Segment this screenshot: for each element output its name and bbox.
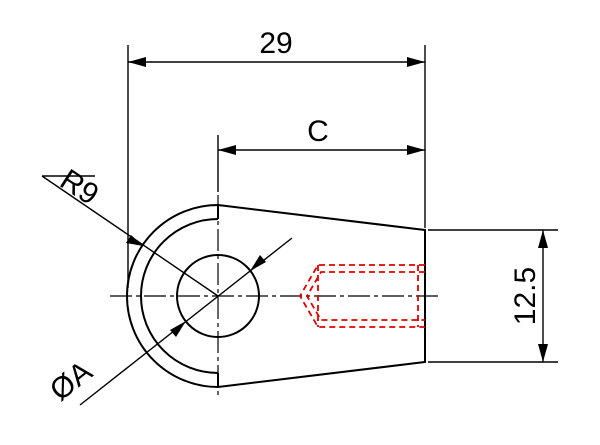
arrowhead — [538, 230, 548, 248]
dimension-text-diameter-a: ØA — [44, 355, 98, 408]
arrowhead — [407, 145, 425, 155]
arrowhead — [218, 145, 236, 155]
dimension-text-c: C — [307, 115, 329, 148]
dimension-overall-length: 29 — [127, 27, 426, 288]
arrowhead — [128, 57, 146, 67]
dimension-text-r9: R9 — [54, 163, 104, 212]
arrowhead — [170, 321, 186, 337]
arrowhead — [126, 235, 143, 246]
arrowhead — [407, 57, 425, 67]
inner-eye-arc — [140, 218, 219, 374]
dimension-text-29: 29 — [259, 27, 292, 60]
dimension-end-height: 12.5 — [428, 229, 558, 363]
dimension-text-12-5: 12.5 — [509, 267, 542, 325]
thread-outer — [298, 264, 425, 328]
center-lines — [110, 195, 440, 398]
arrowhead — [250, 255, 266, 271]
thread-inner — [305, 271, 425, 321]
dimension-center-to-end: C — [217, 115, 425, 192]
arrowhead — [538, 344, 548, 362]
hidden-threaded-hole — [298, 264, 425, 328]
leader-line-r9 — [41, 175, 219, 297]
outer-profile — [126, 204, 426, 389]
